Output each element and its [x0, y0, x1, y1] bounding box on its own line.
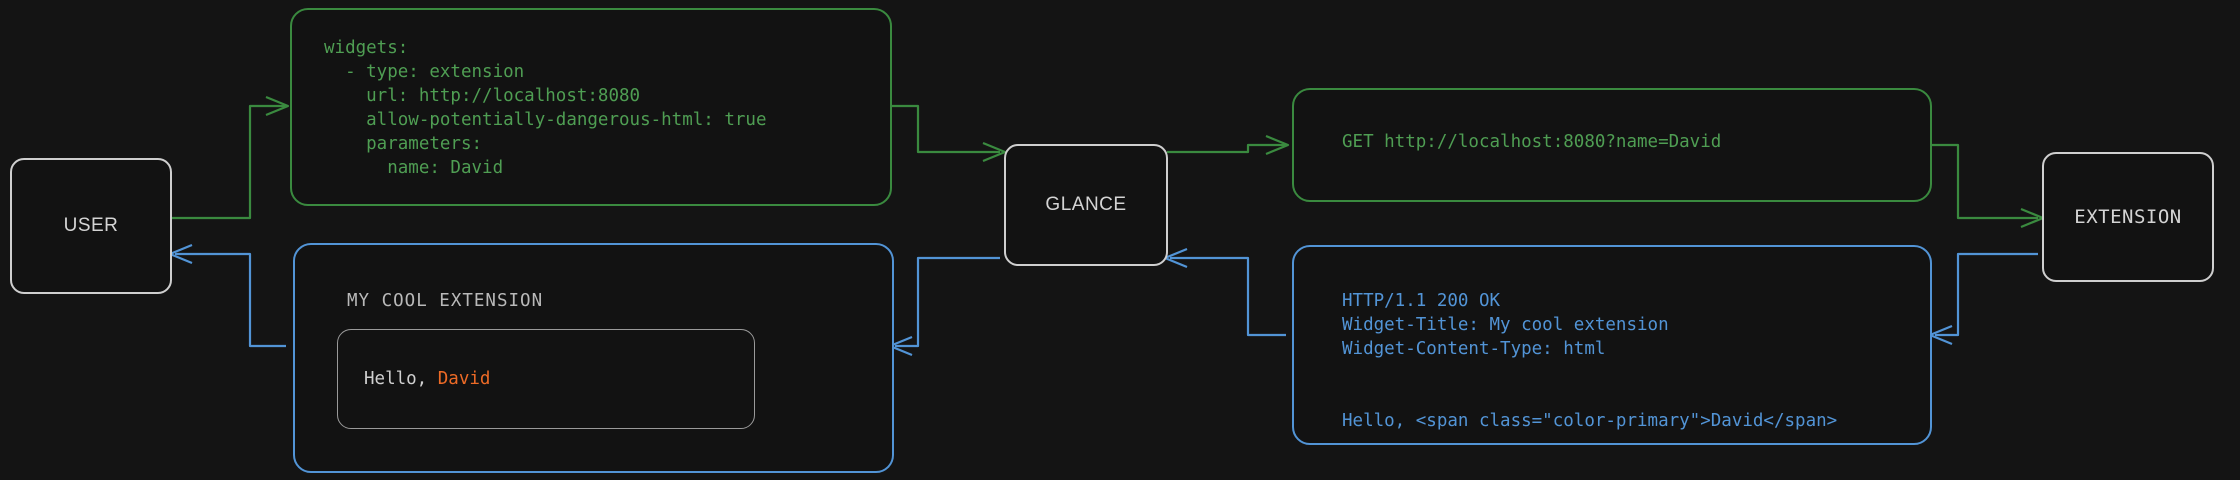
arrowhead-request-in — [1265, 134, 1290, 156]
panel-widget-preview: MY COOL EXTENSION Hello, David — [293, 243, 894, 473]
wire-widget-to-user — [175, 252, 286, 348]
widget-body-greeting: Hello, — [364, 369, 438, 389]
arrowhead-glance-in-bottom — [1163, 247, 1188, 269]
widget-body-name: David — [437, 369, 491, 389]
node-glance[interactable]: GLANCE — [1004, 144, 1168, 266]
response-line-4: Hello, <span class="color-primary">David… — [1342, 411, 1838, 431]
widget-preview-title: MY COOL EXTENSION — [347, 291, 544, 311]
arrowhead-user-in — [168, 243, 193, 265]
wire-response-to-glance — [1170, 256, 1286, 337]
panel-widget-config: widgets: - type: extension url: http://l… — [290, 8, 892, 206]
arrowhead-glance-in-top — [982, 141, 1007, 163]
response-line-0: HTTP/1.1 200 OK — [1342, 291, 1501, 311]
widget-preview-body: Hello, David — [364, 369, 490, 389]
request-code-block: GET http://localhost:8080?name=David — [1342, 130, 1930, 154]
config-code-block: widgets: - type: extension url: http://l… — [324, 36, 890, 180]
wire-config-to-glance — [892, 104, 1000, 154]
response-line-1: Widget-Title: My cool extension — [1342, 315, 1669, 335]
wire-request-to-extension — [1932, 143, 2038, 220]
wire-user-to-config — [172, 104, 285, 220]
node-extension-label: EXTENSION — [2074, 206, 2182, 228]
arrowhead-response-in — [1928, 324, 1953, 346]
arrowhead-config-in — [265, 95, 290, 117]
request-line: GET http://localhost:8080?name=David — [1342, 132, 1722, 152]
node-user[interactable]: USER — [10, 158, 172, 294]
node-glance-label: GLANCE — [1045, 194, 1127, 215]
config-line-4: parameters: — [324, 134, 483, 154]
config-line-2: url: http://localhost:8080 — [324, 86, 641, 106]
response-code-block: HTTP/1.1 200 OK Widget-Title: My cool ex… — [1342, 289, 1930, 433]
panel-http-request: GET http://localhost:8080?name=David — [1292, 88, 1932, 202]
wire-glance-to-request — [1167, 143, 1285, 154]
node-extension[interactable]: EXTENSION — [2042, 152, 2214, 282]
config-line-1: - type: extension — [324, 62, 525, 82]
panel-http-response: HTTP/1.1 200 OK Widget-Title: My cool ex… — [1292, 245, 1932, 445]
widget-preview-card: Hello, David — [337, 329, 755, 429]
config-line-5: name: David — [324, 158, 504, 178]
wire-extension-to-response — [1935, 252, 2038, 337]
arrowhead-extension-in — [2020, 207, 2045, 229]
node-user-label: USER — [63, 215, 119, 236]
response-line-2: Widget-Content-Type: html — [1342, 339, 1606, 359]
wire-glance-to-widget — [895, 256, 1000, 348]
config-line-3: allow-potentially-dangerous-html: true — [324, 110, 767, 130]
response-line-3 — [1342, 361, 1930, 385]
config-line-0: widgets: — [324, 38, 409, 58]
